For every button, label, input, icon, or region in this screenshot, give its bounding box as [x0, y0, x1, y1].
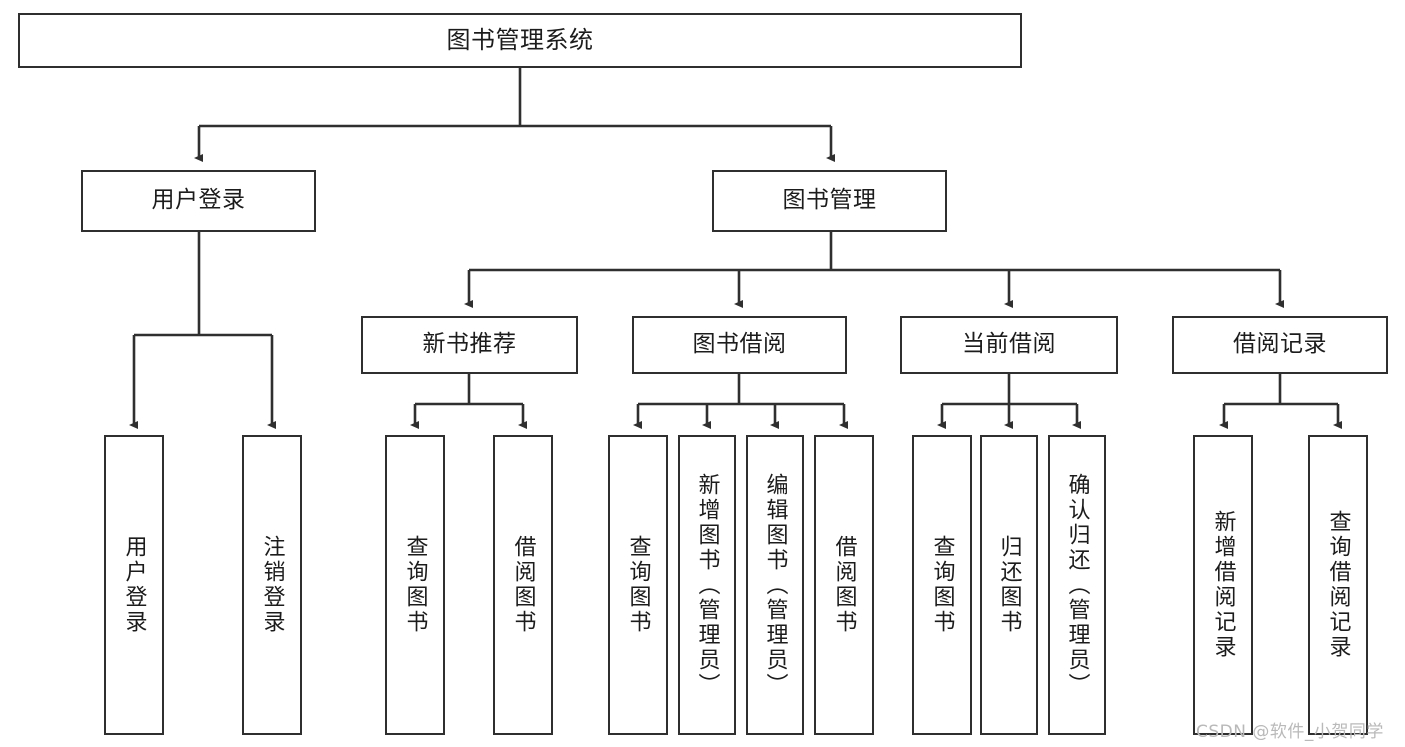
node-label: 查询图书 [402, 535, 428, 635]
leaf-add-borrow-record[interactable]: 新增借阅记录 [1193, 435, 1253, 735]
node-label: 新增图书（管理员） [694, 472, 720, 698]
node-label: 归还图书 [996, 535, 1022, 635]
leaf-confirm-return-admin[interactable]: 确认归还（管理员） [1048, 435, 1106, 735]
node-book-management[interactable]: 图书管理 [712, 170, 947, 232]
node-label: 注销登录 [259, 535, 285, 635]
node-label: 编辑图书（管理员） [762, 472, 788, 698]
leaf-logout[interactable]: 注销登录 [242, 435, 302, 735]
leaf-return-book[interactable]: 归还图书 [980, 435, 1038, 735]
node-book-management-system[interactable]: 图书管理系统 [18, 13, 1022, 68]
node-label: 当前借阅 [962, 331, 1056, 358]
leaf-add-book-admin[interactable]: 新增图书（管理员） [678, 435, 736, 735]
leaf-borrow-book-recommend[interactable]: 借阅图书 [493, 435, 553, 735]
leaf-user-login[interactable]: 用户登录 [104, 435, 164, 735]
node-book-borrowing[interactable]: 图书借阅 [632, 316, 847, 374]
node-label: 用户登录 [151, 187, 246, 214]
watermark: CSDN @软件_小贺同学 [1196, 722, 1384, 742]
leaf-query-book-current[interactable]: 查询图书 [912, 435, 972, 735]
node-label: 借阅图书 [510, 535, 536, 635]
leaf-query-borrow-record[interactable]: 查询借阅记录 [1308, 435, 1368, 735]
node-label: 借阅图书 [831, 535, 857, 635]
node-label: 图书借阅 [692, 331, 787, 358]
node-label: 借阅记录 [1233, 331, 1327, 358]
leaf-edit-book-admin[interactable]: 编辑图书（管理员） [746, 435, 804, 735]
node-label: 用户登录 [121, 535, 147, 635]
node-label: 查询图书 [929, 535, 955, 635]
node-label: 确认归还（管理员） [1064, 472, 1090, 698]
node-label: 查询图书 [625, 535, 651, 635]
node-label: 新书推荐 [422, 331, 517, 358]
node-borrow-records[interactable]: 借阅记录 [1172, 316, 1388, 374]
node-new-book-recommendation[interactable]: 新书推荐 [361, 316, 578, 374]
node-label: 新增借阅记录 [1210, 510, 1236, 660]
leaf-query-book-recommend[interactable]: 查询图书 [385, 435, 445, 735]
node-label: 图书管理 [782, 187, 877, 214]
leaf-borrow-book[interactable]: 借阅图书 [814, 435, 874, 735]
node-label: 图书管理系统 [446, 26, 594, 55]
node-label: 查询借阅记录 [1325, 510, 1351, 660]
node-user-login[interactable]: 用户登录 [81, 170, 316, 232]
node-current-borrowing[interactable]: 当前借阅 [900, 316, 1118, 374]
leaf-query-book-borrow[interactable]: 查询图书 [608, 435, 668, 735]
